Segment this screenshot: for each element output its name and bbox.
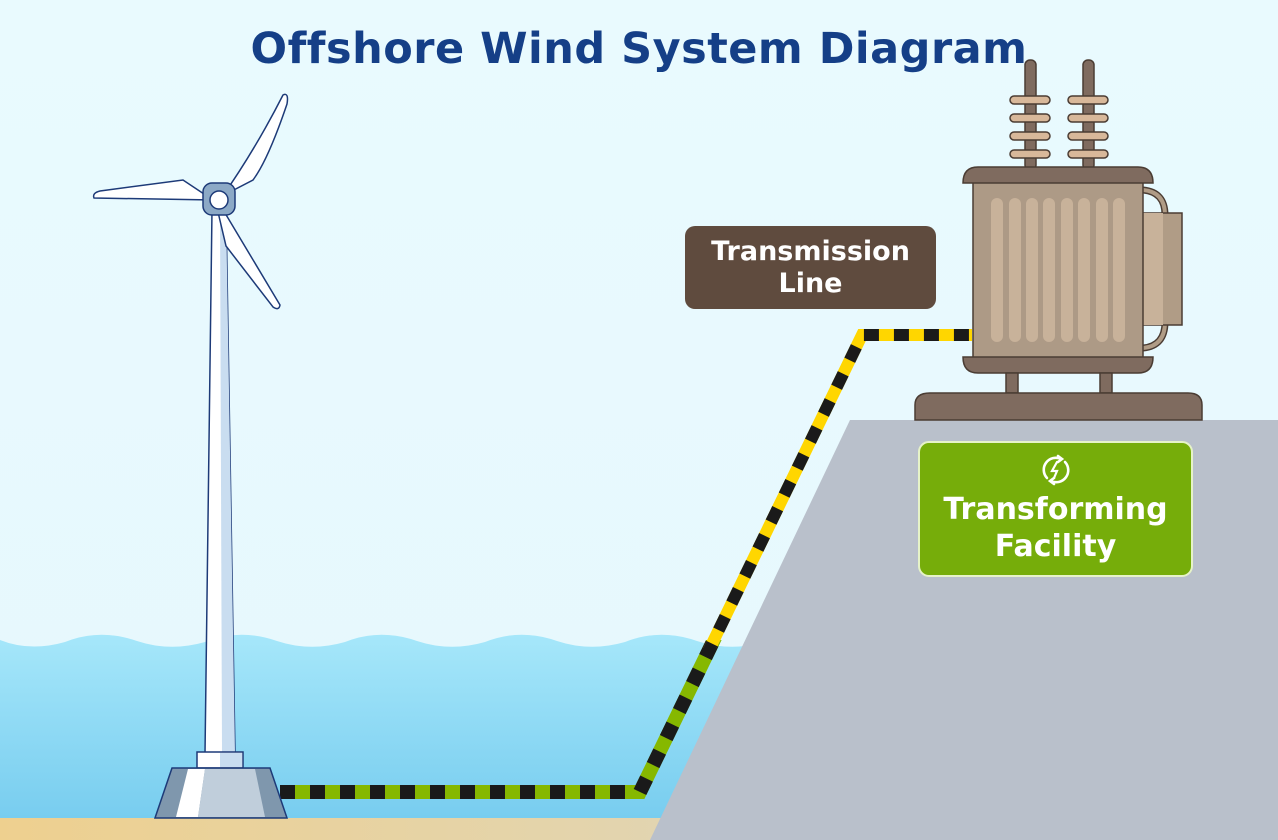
page-title: Offshore Wind System Diagram	[250, 24, 1028, 74]
transformer-base	[914, 392, 1203, 421]
transforming-facility-label: Transforming Facility	[918, 441, 1193, 577]
power-cycle-icon	[1041, 454, 1070, 486]
turbine-blade	[92, 179, 217, 201]
label-line: Facility	[994, 529, 1117, 564]
transmission-cable	[280, 329, 972, 799]
turbine-hub	[209, 190, 229, 210]
label-line: Transmission	[711, 235, 910, 267]
turbine-blade	[217, 206, 281, 310]
wind-turbine	[92, 93, 289, 819]
turbine-blade	[221, 93, 289, 198]
transmission-line-label: Transmission Line	[685, 226, 936, 309]
transformer	[914, 59, 1203, 421]
label-line: Line	[778, 267, 843, 299]
label-line: Transforming	[943, 492, 1168, 527]
